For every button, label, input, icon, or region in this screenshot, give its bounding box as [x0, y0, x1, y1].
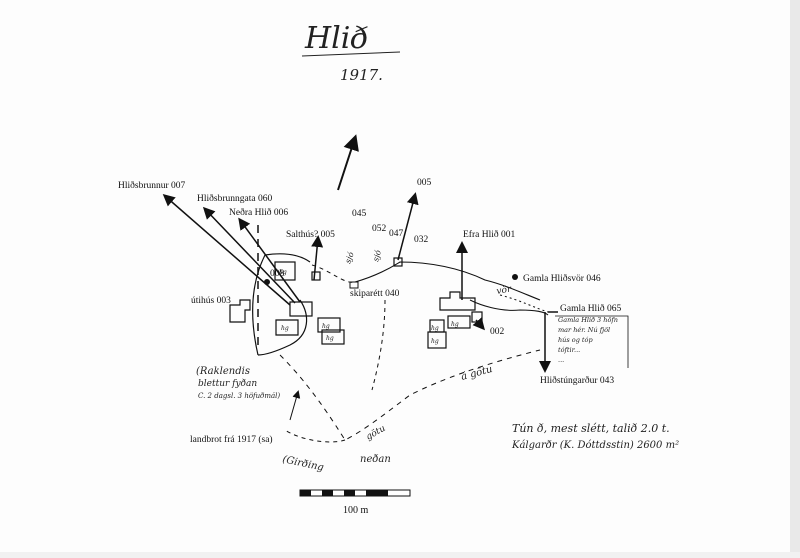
hand-blettur: blettur fyðan — [198, 378, 257, 389]
hand-vor: vör — [496, 284, 513, 297]
fence-line-b — [354, 261, 541, 301]
hand-c2: C. 2 dagsl. 3 höfuðmál) — [198, 392, 280, 400]
tun-boundary-south — [257, 299, 308, 356]
label-skiparett: skiparétt 040 — [350, 289, 400, 299]
hand-kalgardr-line: Kálgarðr (K. Dóttdsstin) 2600 m² — [511, 440, 679, 451]
label-047: 047 — [389, 229, 404, 239]
label-utihus: útihús 003 — [191, 296, 231, 306]
label-nedra-hlid: Neðra Hlið 006 — [229, 207, 288, 218]
label-hlidsbrunnur: Hliðsbrunnur 007 — [118, 180, 186, 191]
building-skiparett — [349, 281, 359, 289]
gamla-note-bracket — [555, 315, 629, 368]
point-gamla-hlidsvor — [512, 274, 518, 280]
arrow-salthus — [311, 235, 324, 281]
tun-boundary-west — [252, 253, 311, 356]
arrow-nedra-hlid — [238, 217, 301, 303]
label-salthus: Salthús? 005 — [286, 230, 335, 240]
hg-label-2: hg — [281, 325, 289, 332]
hg-label-1: hg — [279, 269, 287, 276]
hg-label-4: hg — [326, 335, 334, 342]
building-hg-3 — [317, 317, 341, 333]
hg-label-5: hg — [451, 321, 459, 328]
building-hg-5 — [447, 315, 471, 329]
map-year: 1917. — [340, 66, 383, 84]
hg-label-3: hg — [322, 323, 330, 330]
hand-gamla-note-1: Gamla Hlið 3 höfn — [558, 316, 618, 324]
hand-gamla-note-4: tóftir... — [558, 346, 580, 354]
scale-seg-2 — [322, 490, 333, 496]
scale-seg-3 — [344, 490, 355, 496]
label-hlidsbrunngata: Hliðsbrunngata 060 — [197, 193, 272, 204]
label-gamla-hlid: Gamla Hlið 065 — [560, 303, 621, 314]
arrow-hlidsbrunnur — [162, 194, 291, 306]
hand-sjo2: sjó — [343, 251, 355, 265]
scale-label: 100 m — [343, 505, 369, 516]
building-hg-7 — [427, 331, 447, 349]
label-efra-hlid: Efra Hlið 001 — [463, 229, 515, 240]
label-052: 052 — [372, 224, 387, 234]
building-hg-2 — [275, 319, 299, 336]
hg-labels: hg hg hg hg hg hg hg — [279, 269, 459, 345]
hg-label-7: hg — [431, 338, 439, 345]
hand-gamla-note-5: ... — [558, 356, 564, 364]
leader-arrows — [162, 192, 558, 373]
building-salthus — [311, 271, 321, 281]
scale-bar: 100 m — [299, 489, 411, 516]
arrow-005 — [397, 192, 419, 261]
hand-gamla-note-2: mar hér. Nú fjöl — [558, 326, 610, 334]
label-005: 005 — [417, 178, 432, 188]
label-002: 002 — [490, 327, 505, 337]
east-tun-boundary — [469, 299, 549, 316]
arrow-gardings — [289, 390, 301, 421]
shore-line — [499, 294, 549, 313]
arrow-002 — [472, 317, 485, 331]
label-landbrot: landbrot frá 1917 (sa) — [190, 434, 273, 445]
label-032: 032 — [414, 235, 429, 245]
north-arrow — [337, 134, 359, 191]
buildings-west — [229, 261, 345, 345]
hand-gardings: (Girðing — [281, 454, 324, 473]
hand-nedan: neðan — [360, 454, 391, 465]
hand-tun-line: Tún ð, mest slétt, talið 2.0 t. — [512, 422, 670, 435]
fence-line-a — [311, 264, 356, 283]
scale-seg-4 — [366, 490, 388, 496]
arrow-hlidsbrunngata — [202, 206, 296, 304]
hand-gamla-note-3: hús og tóp — [558, 336, 593, 344]
label-hlidstungardur: Hliðstúngarður 043 — [540, 375, 614, 386]
building-utihus — [229, 299, 251, 323]
dashed-path-mid — [371, 299, 386, 391]
hand-ad-gota: á götu — [460, 364, 494, 383]
map-title: Hlið — [304, 21, 368, 56]
building-hg-4 — [321, 329, 345, 345]
scan-edge-bottom — [0, 552, 800, 558]
title-underline — [301, 51, 401, 57]
hg-label-6: hg — [431, 325, 439, 332]
hand-sjo1: sjó — [371, 249, 383, 263]
building-hg-1 — [274, 261, 296, 281]
dashed-path-south — [279, 349, 541, 441]
building-nedra-hlid — [289, 301, 313, 317]
label-045: 045 — [352, 209, 367, 219]
dashed-path-sw — [284, 429, 346, 443]
scale-seg-1 — [300, 490, 311, 496]
hand-raklendis: (Raklendis — [196, 366, 250, 377]
building-efra-hlid — [439, 291, 476, 311]
scan-edge — [790, 0, 800, 558]
label-gamla-hlidsvor: Gamla Hliðsvör 046 — [523, 273, 601, 284]
label-008: 008 — [270, 269, 285, 279]
